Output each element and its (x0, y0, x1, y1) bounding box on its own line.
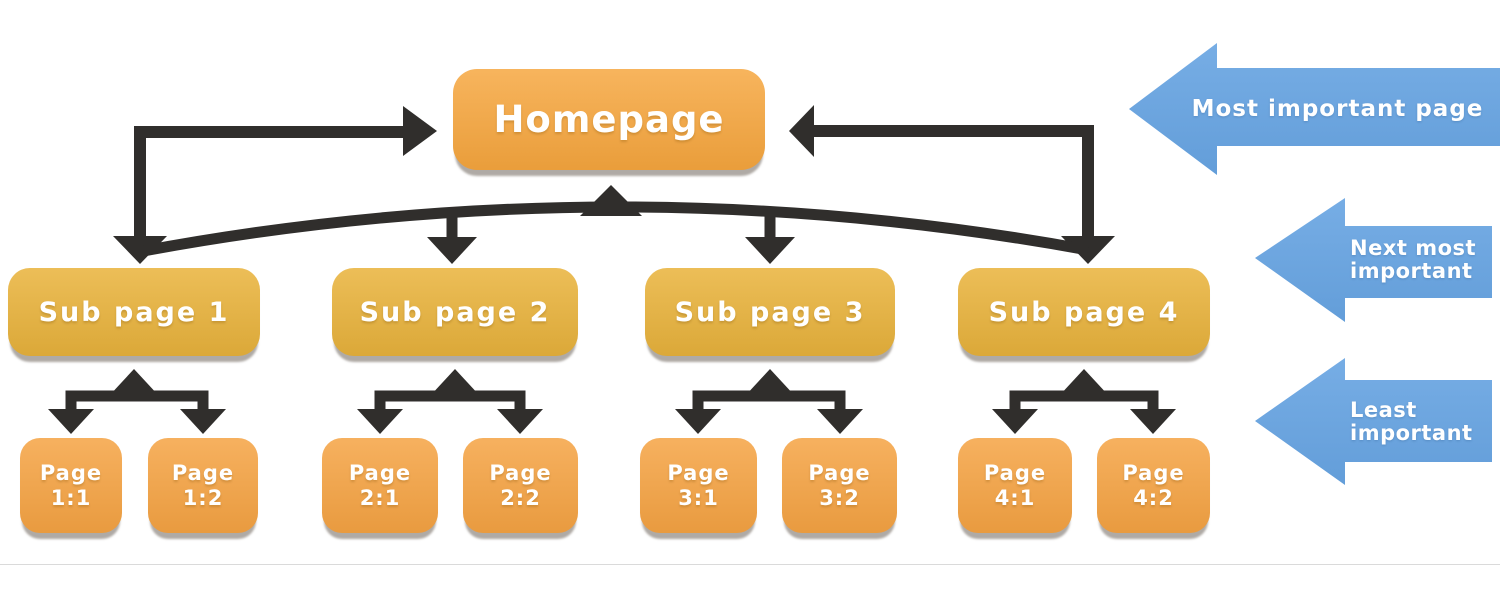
node-page-2-1-title: Page (348, 460, 412, 485)
arrowhead-into-page41-icon (992, 409, 1038, 434)
arrowhead-into-page12-icon (180, 409, 226, 434)
node-page-3-2: Page 3:2 (782, 438, 897, 533)
arrowhead-into-subpage4-bottom-icon (1059, 369, 1109, 396)
node-subpage-3: Sub page 3 (645, 268, 895, 356)
node-page-2-1-id: 2:1 (359, 485, 401, 510)
arrowhead-into-page31-icon (675, 409, 721, 434)
node-subpage-2-label: Sub page 2 (359, 296, 551, 328)
node-subpage-1-label: Sub page 1 (38, 296, 230, 328)
arrowhead-into-subpage1-bottom-icon (109, 369, 159, 396)
node-page-1-2-title: Page (171, 460, 235, 485)
arrowhead-into-homepage-left-icon (403, 106, 437, 156)
arrowhead-into-subpage3-icon (745, 237, 795, 264)
node-page-1-2-id: 1:2 (182, 485, 224, 510)
arrowhead-into-subpage3-bottom-icon (745, 369, 795, 396)
arrowhead-into-subpage2-icon (427, 237, 477, 264)
annotation-least-line2: important (1350, 420, 1473, 445)
node-page-2-2: Page 2:2 (463, 438, 578, 533)
node-page-2-2-id: 2:2 (500, 485, 541, 510)
arrowhead-into-homepage-right-icon (789, 105, 814, 157)
connector-subpage1-homepage-loop (113, 106, 437, 264)
node-page-4-2: Page 4:2 (1097, 438, 1210, 533)
annotation-next-most-line2: important (1350, 259, 1473, 283)
node-subpage-1: Sub page 1 (8, 268, 260, 356)
connector-homepage-subpage4-loop (789, 105, 1115, 264)
node-page-3-2-id: 3:2 (819, 485, 860, 510)
node-homepage-label: Homepage (493, 98, 725, 141)
connector-homepage-subpages-curve (136, 185, 1089, 264)
node-subpage-3-label: Sub page 3 (674, 296, 866, 328)
arrowhead-into-subpage2-bottom-icon (430, 369, 480, 396)
node-page-4-2-title: Page (1122, 460, 1185, 485)
node-page-1-1-id: 1:1 (50, 485, 92, 510)
connector-subpage4-children (992, 369, 1176, 434)
node-page-3-1: Page 3:1 (640, 438, 757, 533)
node-page-2-2-title: Page (489, 460, 552, 485)
annotation-least-line1: Least (1350, 397, 1417, 422)
node-subpage-4: Sub page 4 (958, 268, 1210, 356)
annotation-most-important-label: Most important page (1191, 96, 1484, 122)
node-subpage-4-label: Sub page 4 (988, 296, 1180, 328)
arrowhead-into-page22-icon (497, 409, 543, 434)
connector-subpage3-children (675, 369, 863, 434)
arrowhead-into-page11-icon (48, 409, 94, 434)
node-homepage: Homepage (453, 69, 765, 170)
connector-subpage1-children (48, 369, 226, 434)
node-page-4-1-title: Page (983, 460, 1047, 485)
node-subpage-2: Sub page 2 (332, 268, 578, 356)
node-page-4-1-id: 4:1 (994, 485, 1036, 510)
node-page-3-1-id: 3:1 (678, 485, 719, 510)
node-page-1-1: Page 1:1 (20, 438, 122, 533)
node-page-4-2-id: 4:2 (1133, 485, 1174, 510)
node-page-2-1: Page 2:1 (322, 438, 438, 533)
node-page-3-2-title: Page (808, 460, 871, 485)
node-page-1-2: Page 1:2 (148, 438, 258, 533)
bottom-divider (0, 564, 1500, 565)
annotation-next-most-line1: Next most (1350, 236, 1477, 260)
node-page-1-1-title: Page (39, 460, 103, 485)
connector-subpage2-children (357, 369, 543, 434)
arrowhead-into-page21-icon (357, 409, 403, 434)
node-page-4-1: Page 4:1 (958, 438, 1072, 533)
arrowhead-into-page32-icon (817, 409, 863, 434)
arrowhead-into-page42-icon (1130, 409, 1176, 434)
node-page-3-1-title: Page (667, 460, 730, 485)
arrowhead-into-homepage-bottom-icon (580, 185, 642, 216)
